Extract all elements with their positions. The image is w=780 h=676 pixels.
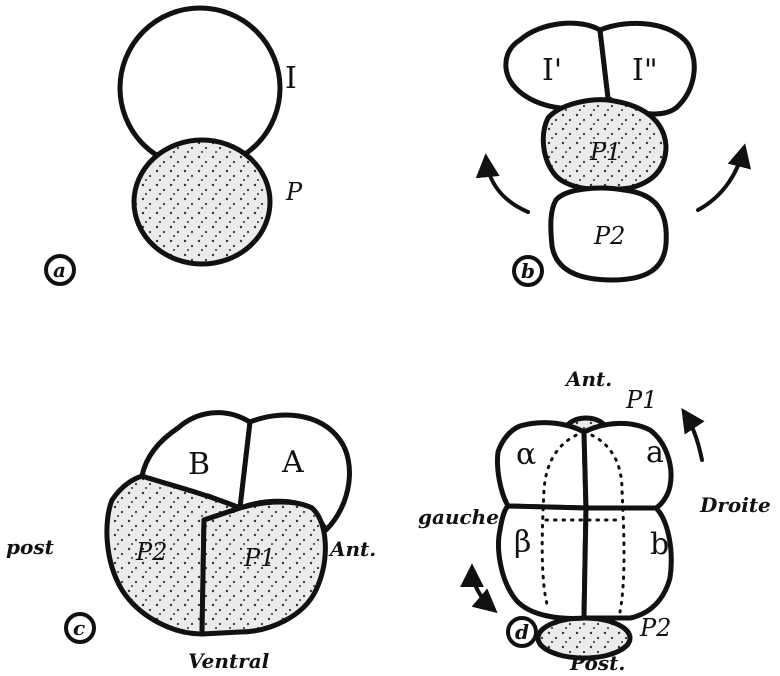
panel-a-marker-circle	[44, 254, 76, 286]
rotation-arrow-left	[460, 563, 498, 614]
label-p2: P2	[135, 538, 167, 566]
label-ventral: Ventral	[188, 649, 270, 673]
label-p1: P1	[589, 138, 621, 166]
panel-a-marker: a	[53, 258, 66, 282]
panel-d-marker: d	[515, 620, 529, 644]
panel-c: B A P2 P1 post Ant. Ventral c	[6, 410, 376, 673]
label-post: Post.	[569, 651, 625, 675]
panel-c-marker-circle	[64, 612, 96, 644]
cell-p1	[199, 499, 328, 637]
label-alpha: α	[516, 437, 536, 472]
dotted-outline-left	[540, 430, 586, 610]
panel-d-marker-circle	[506, 616, 538, 648]
cell-p2	[104, 473, 243, 637]
panel-c-marker: c	[73, 616, 85, 640]
label-droite: Droite	[699, 493, 771, 517]
label-ant: Ant.	[564, 367, 612, 391]
cell-p1	[540, 97, 669, 193]
rotation-arrow-right	[696, 143, 751, 212]
cell-alpha	[495, 420, 589, 511]
cell-b	[581, 505, 674, 621]
label-post: post	[6, 535, 55, 559]
label-ant: Ant.	[328, 537, 376, 561]
label-p2: P2	[639, 614, 671, 642]
label-p1: P1	[625, 386, 657, 414]
label-cell-p: P	[285, 178, 303, 206]
rotation-arrow-left	[475, 153, 530, 214]
panel-b-marker-circle	[512, 255, 544, 287]
label-i-double-prime: I"	[632, 53, 658, 88]
label-b: b	[650, 527, 669, 562]
label-p2: P2	[593, 222, 625, 250]
rotation-arrow-right	[681, 408, 705, 462]
label-a: a	[646, 435, 664, 470]
panel-b-marker: b	[521, 259, 535, 283]
panel-b: I' I" P1 P2 b	[475, 20, 751, 287]
label-i-prime: I'	[542, 53, 562, 88]
cell-p2	[548, 185, 669, 283]
label-beta: β	[514, 525, 531, 560]
label-p1: P1	[243, 544, 275, 572]
cell-lower-circle	[131, 137, 273, 267]
panel-a: I P a	[44, 5, 303, 286]
panel-d: α a β b P1 P2 Ant. gauche Droite Post. d	[418, 367, 771, 675]
dotted-outline-right	[582, 430, 626, 614]
label-gauche: gauche	[418, 505, 499, 529]
label-b: B	[188, 447, 210, 482]
label-a: A	[281, 445, 304, 480]
label-cell-i: I	[285, 61, 297, 96]
